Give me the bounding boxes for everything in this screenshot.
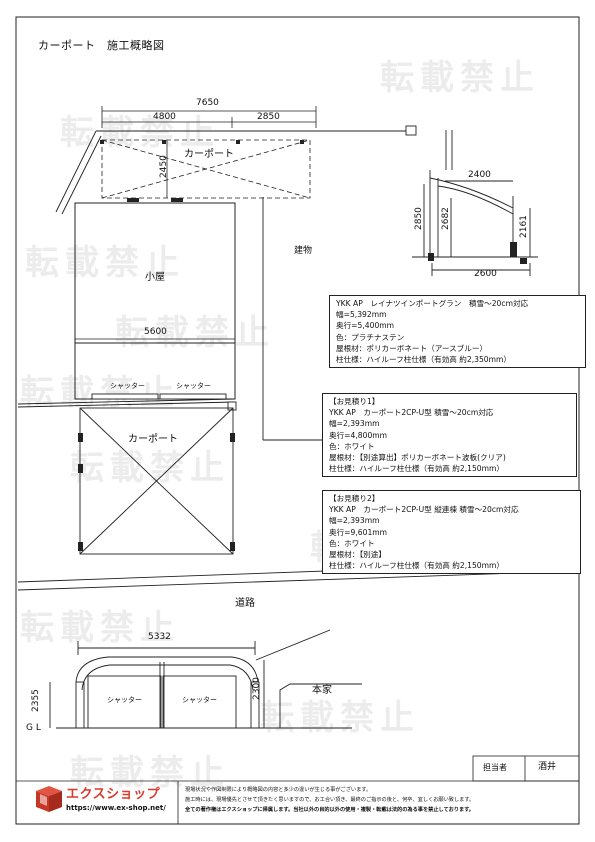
note-line: 【お見積り2】 [329, 494, 380, 503]
label-bottom-carport: カーポート [128, 434, 178, 445]
front-dim-height-left: 2355 [31, 689, 41, 712]
note-line: 奥行=4,800mm [329, 430, 388, 440]
brand-url: https://www.ex-shop.net/ [66, 804, 166, 812]
dim-depth: 2450 [159, 155, 169, 178]
side-dim-clear: 2161 [519, 215, 529, 238]
note-line: 柱仕様：ハイルーフ柱仕様（有効高 約2,150mm） [329, 561, 505, 571]
side-dim-inner: 2682 [441, 207, 451, 230]
note-line: YKK AP レイナツインポートグラン 積雪～20cm対応 [336, 299, 529, 308]
watermark: 転載禁止 [380, 58, 540, 98]
watermark: 転載禁止 [25, 243, 185, 283]
note-line: 幅=5,392mm [336, 310, 387, 320]
note-line: 奥行=9,601mm [329, 527, 388, 537]
label-shed: 小屋 [145, 272, 165, 283]
front-label-shutter: シャッター [107, 696, 142, 704]
note-line: 奥行=5,400mm [336, 321, 395, 331]
note-line: 色：プラチナステン [336, 332, 405, 342]
watermark: 転載禁止 [70, 753, 230, 793]
note-line: YKK AP カーポート2CP-U型 縦連棟 積雪～20cm対応 [329, 505, 519, 515]
brand-name: エクスショップ [66, 787, 161, 802]
watermark: 転載禁止 [115, 313, 275, 353]
front-dim-height-right: 2300 [252, 677, 262, 700]
note-line: YKK AP カーポート2CP-U型 積雪～20cm対応 [329, 408, 494, 418]
note-line: 色：ホワイト [329, 441, 375, 451]
disclaimer-line: 施工時には、現場優先とさせて頂きたく思いますので、お工合い頂き、最終のご指示の後… [185, 797, 475, 803]
spec-note-estimate-1: 【お見積り1】 YKK AP カーポート2CP-U型 積雪～20cm対応 幅=2… [322, 393, 577, 478]
spec-note-estimate-2: 【お見積り2】 YKK AP カーポート2CP-U型 縦連棟 積雪～20cm対応… [322, 490, 581, 575]
watermark: 転載禁止 [20, 608, 180, 648]
note-line: 屋根材：【別途算出】ポリカーボネート波板(クリア) [329, 453, 506, 463]
label-road: 道路 [235, 598, 255, 609]
side-dim-base: 2600 [474, 269, 497, 279]
disclaimer-line: 現場状況や作図制限により概略図の内容と多少の違いが生じる事がございます。 [185, 787, 372, 793]
watermark: 転載禁止 [70, 448, 230, 488]
watermark: 転載禁止 [260, 698, 420, 738]
note-line: 幅=2,393mm [329, 419, 380, 429]
dim-left: 4800 [153, 112, 176, 122]
drawing-title: カーポート 施工概略図 [38, 39, 165, 52]
logo-icon [36, 786, 62, 812]
side-dim-height-total: 2850 [414, 207, 424, 230]
spec-note-main: YKK AP レイナツインポートグラン 積雪～20cm対応 幅=5,392mm … [329, 295, 586, 369]
note-line: 色：ホワイト [329, 538, 375, 548]
front-dim-width: 5332 [148, 632, 171, 642]
side-dim-width: 2400 [468, 170, 491, 180]
note-line: 屋根材：【別途】 [329, 550, 386, 560]
label-main-house: 本家 [312, 685, 332, 696]
label-top-carport: カーポート [184, 149, 234, 160]
dim-right: 2850 [257, 112, 280, 122]
label-shutter: シャッター [176, 382, 211, 390]
label-shutter: シャッター [110, 382, 145, 390]
person-label: 担当者 [483, 763, 507, 772]
note-line: 幅=2,393mm [329, 516, 380, 526]
watermark: 転載禁止 [60, 113, 220, 153]
dim-shed: 5600 [144, 327, 167, 337]
note-line: 屋根材：ポリカーボネート（アースブルー） [336, 343, 488, 353]
note-line: 【お見積り1】 [329, 397, 380, 406]
dim-total: 7650 [196, 98, 219, 108]
person-name: 酒井 [538, 762, 557, 772]
label-building: 建物 [294, 246, 313, 256]
note-line: 柱仕様：ハイルーフ柱仕様（有効高 約2,150mm） [329, 464, 505, 474]
note-line: 柱仕様：ハイルーフ柱仕様（有効高 約2,350mm） [336, 355, 512, 365]
front-label-shutter: シャッター [182, 696, 217, 704]
disclaimer-line: 全ての著作権はエクスショップに帰属します。当社以外の目的以外の使用・複製・転載は… [185, 807, 474, 813]
label-gl: G L [26, 723, 41, 733]
